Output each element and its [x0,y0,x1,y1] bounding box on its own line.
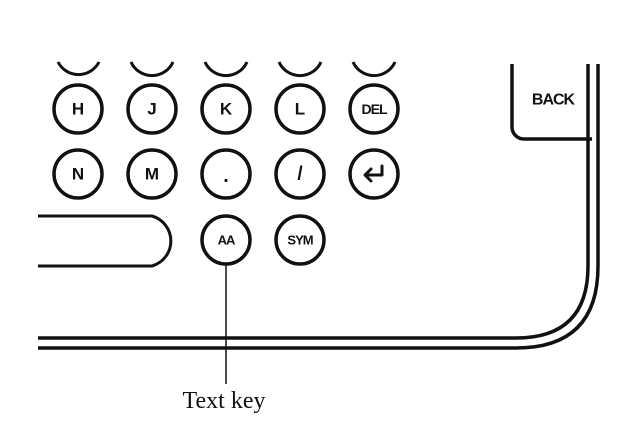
key-h-label: H [72,100,84,119]
key-enter[interactable] [348,148,400,200]
partial-key-3 [203,61,249,78]
key-m[interactable]: M [126,148,178,200]
key-j-label: J [147,100,156,119]
key-j[interactable]: J [126,83,178,135]
key-n[interactable]: N [52,148,104,200]
enter-arrow-icon [363,164,384,183]
partial-key-2 [129,61,175,78]
key-m-label: M [145,165,159,184]
text-key-label: AA [218,233,236,248]
partial-key-5 [351,61,397,78]
key-period[interactable]: . [200,148,252,200]
key-period-label: . [223,165,229,187]
partial-key-1 [56,61,101,76]
key-slash-label: / [297,164,303,185]
key-l[interactable]: L [274,83,326,135]
key-k-label: K [220,100,233,119]
key-k[interactable]: K [200,83,252,135]
key-del[interactable]: DEL [348,83,400,135]
back-button-label: BACK [532,92,576,109]
key-sym[interactable]: SYM [274,214,326,266]
key-sym-label: SYM [287,233,312,248]
callout-label: Text key [183,388,266,414]
text-key[interactable]: AA [200,214,252,266]
key-n-label: N [72,165,84,184]
partial-key-4 [277,61,323,78]
device-edge-outer [38,64,600,350]
device-edge [38,64,600,350]
key-slash[interactable]: / [274,148,326,200]
space-bar[interactable] [38,214,173,268]
key-h[interactable]: H [52,83,104,135]
key-del-label: DEL [362,101,388,117]
top-row-partial-keys [56,61,397,78]
back-button[interactable] [510,64,592,141]
key-l-label: L [295,100,305,119]
device-edge-inner [38,64,590,340]
